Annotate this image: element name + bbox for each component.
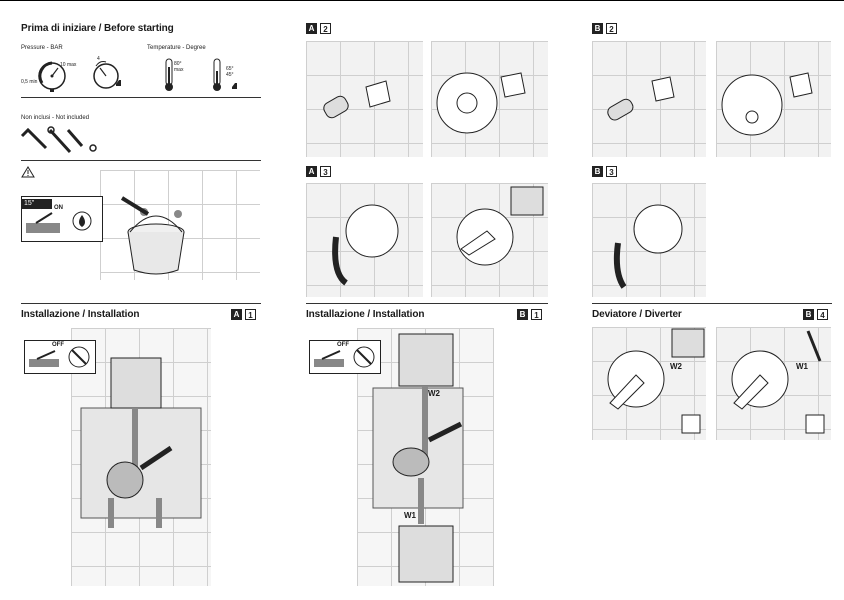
step-letter: B: [592, 166, 603, 177]
flush-pipes-illustration: [100, 170, 260, 280]
step-number: 3: [606, 166, 617, 177]
a2-step2-panel: [431, 41, 548, 157]
pressure-max: 10 max: [60, 62, 77, 68]
diverter-w1-label: W1: [796, 362, 808, 371]
before-starting-title: Prima di iniziare / Before starting: [21, 23, 174, 34]
timer-badge: 15": [21, 199, 52, 209]
a2-step1-panel: [306, 41, 423, 157]
step-tag-a3: A 3: [306, 166, 331, 177]
w2-label: W2: [428, 389, 440, 398]
off-label: OFF: [52, 342, 64, 348]
b2-step1-panel: [592, 41, 706, 157]
tools-icon: [20, 126, 100, 156]
diverter-w1-panel: [716, 327, 831, 440]
top-border: [0, 0, 844, 1]
step-letter: B: [517, 309, 528, 320]
pressure-min: 0,5 min: [21, 79, 38, 85]
step-letter: B: [803, 309, 814, 320]
pressure-gauge-ok-icon: [88, 56, 128, 92]
a3-step1-panel: [306, 183, 423, 297]
temp-range-lo: 45°: [226, 72, 234, 78]
step-tag-b2: B 2: [592, 23, 617, 34]
temperature-label: Temperature - Degree: [147, 45, 206, 51]
off-valve-box: [24, 340, 96, 374]
flush-time: 15": [24, 200, 35, 207]
step-number: 4: [817, 309, 828, 320]
step-letter: A: [306, 166, 317, 177]
step-number: 3: [320, 166, 331, 177]
a3-step2-panel: [431, 183, 548, 297]
pressure-gauge-icon: [20, 56, 75, 92]
pressure-gauge2-value: 4: [97, 56, 100, 62]
diverter-w2-panel: [592, 327, 706, 440]
off-valve-box: [309, 340, 381, 374]
step-number: 1: [531, 309, 542, 320]
warning-icon: [21, 166, 35, 178]
w1-label: W1: [404, 511, 416, 520]
off-label: OFF: [337, 342, 349, 348]
pressure-label: Pressure - BAR: [21, 45, 63, 51]
flush-on-label: ON: [54, 205, 63, 211]
step-tag-a1: A 1: [231, 309, 256, 320]
step-tag-a2: A 2: [306, 23, 331, 34]
divider: [21, 303, 261, 304]
divider: [21, 97, 261, 98]
installation-b-title: Installazione / Installation: [306, 309, 425, 320]
installation-title: Installazione / Installation: [21, 309, 140, 320]
step-number: 1: [245, 309, 256, 320]
b2-step2-panel: [716, 41, 831, 157]
temp-max-unit: max: [174, 67, 184, 73]
step-tag-b4: B 4: [803, 309, 828, 320]
divider: [592, 303, 832, 304]
b3-panel: [592, 183, 706, 297]
not-included-label: Non inclusi - Not included: [21, 115, 90, 121]
step-number: 2: [606, 23, 617, 34]
thermometer-ok-icon: [208, 57, 248, 93]
step-tag-b3: B 3: [592, 166, 617, 177]
divider: [21, 160, 261, 161]
step-letter: B: [592, 23, 603, 34]
step-number: 2: [320, 23, 331, 34]
step-tag-b1: B 1: [517, 309, 542, 320]
thermometer-icon: [160, 57, 180, 93]
diverter-title: Deviatore / Diverter: [592, 309, 682, 320]
step-letter: A: [306, 23, 317, 34]
divider: [306, 303, 548, 304]
temp-max: 80°: [174, 61, 182, 67]
step-letter: A: [231, 309, 242, 320]
temp-range-hi: 65°: [226, 66, 234, 72]
diverter-w2-label: W2: [670, 362, 682, 371]
